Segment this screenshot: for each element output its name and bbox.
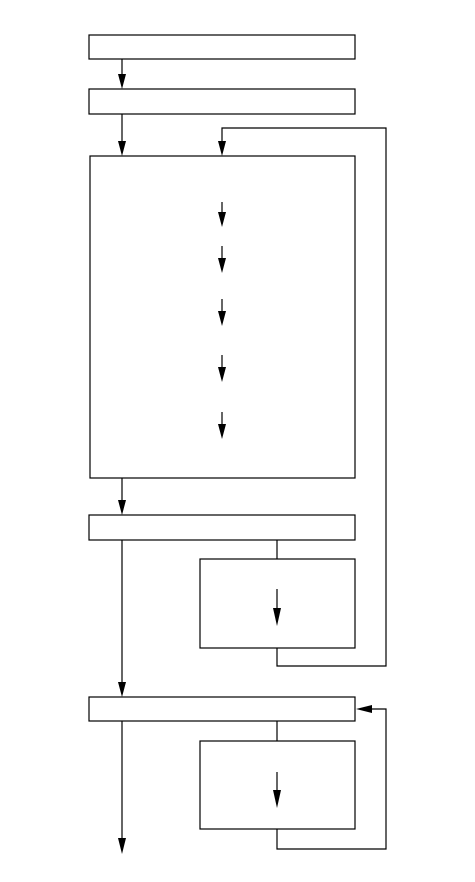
- inner-arrowhead-box-5: [273, 608, 281, 626]
- arrowhead-4-6: [118, 682, 126, 697]
- flow-box-1: [88, 34, 356, 60]
- inner-arrowhead-4: [218, 367, 226, 382]
- arrowhead-loop-7-6: [356, 705, 372, 713]
- inner-arrows-box-3: [218, 202, 226, 439]
- inner-arrowhead-5: [218, 424, 226, 439]
- inner-arrowhead-2: [218, 258, 226, 273]
- arrowhead-1-2: [118, 74, 126, 89]
- inner-arrowhead-3: [218, 311, 226, 326]
- arrowhead-exit: [118, 838, 126, 854]
- loop-back-7-6: [276, 708, 387, 850]
- inner-arrowhead-1: [218, 212, 226, 227]
- arrowhead-loop-5-3: [218, 141, 226, 156]
- loop-back-5-3: [221, 127, 387, 667]
- flow-box-4: [88, 514, 356, 541]
- flow-box-2: [88, 88, 356, 115]
- inner-arrowhead-box-7: [273, 790, 281, 808]
- arrowhead-3-4: [118, 500, 126, 515]
- flow-box-6: [88, 696, 356, 722]
- arrowhead-2-3: [118, 141, 126, 156]
